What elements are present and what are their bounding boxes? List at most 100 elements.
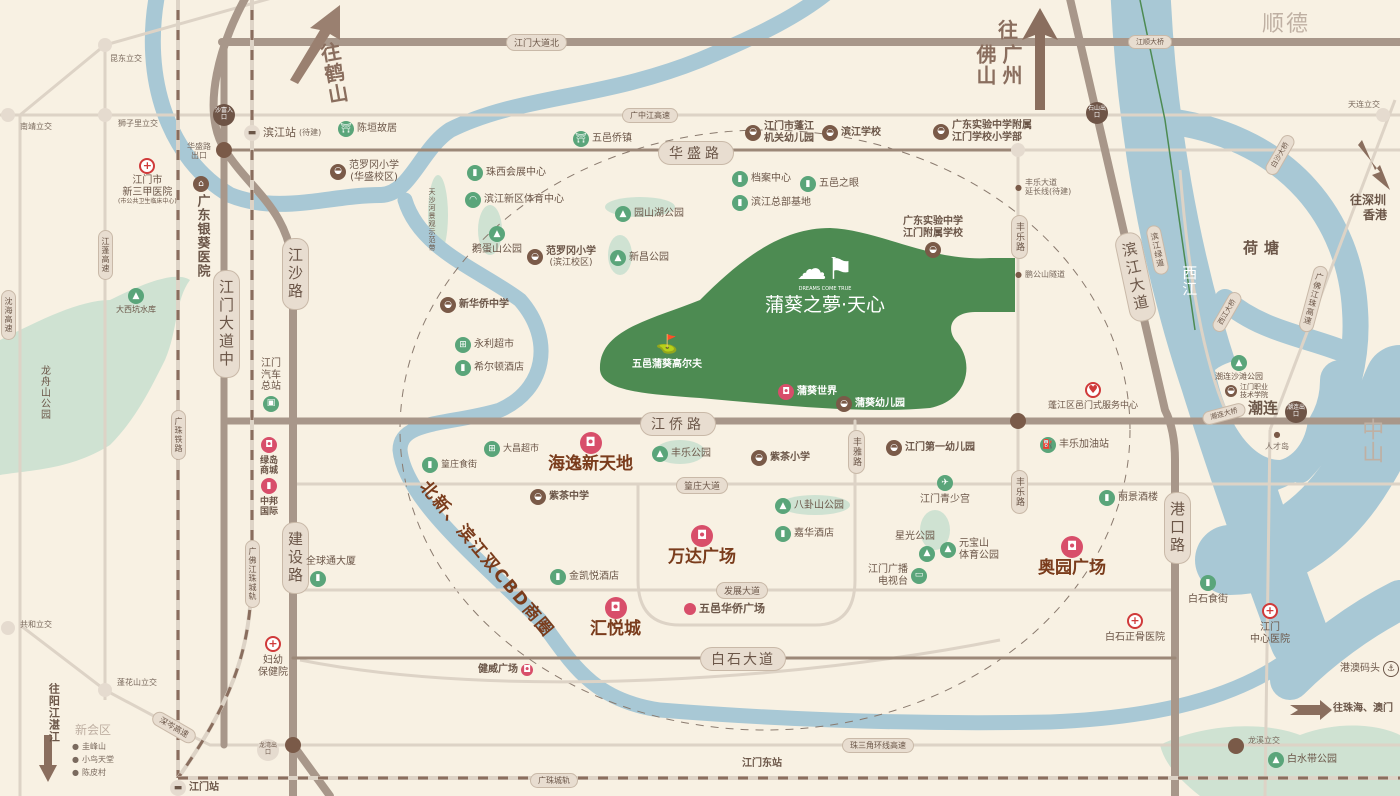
poi-fanluogang-binjiang[interactable]: ◒范罗冈小学(滨江校区) <box>527 246 596 268</box>
school-icon: ◒ <box>751 450 767 466</box>
station-binjiang[interactable]: ▬滨江站(待建) <box>244 125 321 141</box>
poi-hospital-new[interactable]: +江门市 新三甲医院(市公共卫生临床中心) <box>118 158 177 205</box>
poi-archive[interactable]: ▮档案中心 <box>732 171 791 187</box>
poi-rencai-island: ●人才岛 <box>1265 430 1289 452</box>
direction-yangjiang: 往阳江湛江 <box>47 683 61 743</box>
poi-gdsy-primary[interactable]: ◒广东实验中学附属 江门学校小学部 <box>933 120 1032 143</box>
poi-wuyi-plaza[interactable]: 五邑华侨广场 <box>684 602 765 616</box>
poi-jianwei[interactable]: 健威广场◘ <box>478 664 533 676</box>
poi-yuanbaoshan-park[interactable]: ▲元宝山 体育公园 <box>940 538 999 561</box>
poi-xinchang-park[interactable]: ▲新昌公园 <box>610 250 669 266</box>
interchange-kundong: 昆东立交 <box>110 54 142 63</box>
poi-yongli[interactable]: ⊞永利超市 <box>455 337 514 353</box>
poi-jm-central-hospital[interactable]: +江门 中心医院 <box>1250 603 1290 645</box>
poi-daxikeng[interactable]: ▲大西坑水库 <box>116 288 156 314</box>
poi-binjiang-sports[interactable]: ◠滨江新区体育中心 <box>465 192 564 208</box>
poi-ferry[interactable]: 港澳码头⚓ <box>1340 661 1399 677</box>
poi-service-center[interactable]: ♥蓬江区邑门式服务中心 <box>1048 382 1139 411</box>
school-icon: ◒ <box>1225 385 1237 398</box>
poi-haiyi[interactable]: ◘海逸新天地 <box>548 432 633 475</box>
building-icon: ▮ <box>422 457 438 473</box>
poi-xingguang-park[interactable]: 星光公园▲ <box>895 531 935 562</box>
dot-icon: ● <box>1015 270 1022 279</box>
poi-jm-kindergarten-1[interactable]: ◒江门第一幼儿园 <box>886 440 975 456</box>
rail-gzcg: 广珠城轨 <box>530 773 578 788</box>
building-icon: ▮ <box>732 195 748 211</box>
school-icon: ◒ <box>527 248 543 265</box>
poi-quanqiutong[interactable]: 全球通大厦▮ <box>306 556 356 587</box>
poi-jiahua-hotel[interactable]: ▮嘉华酒店 <box>775 526 834 542</box>
tiansha-branch <box>392 192 1308 731</box>
poi-aoyuan[interactable]: ◘奥园广场 <box>1038 536 1106 579</box>
station-bus[interactable]: 江门汽车总站▣ <box>260 358 282 412</box>
poi-fuyou-hospital[interactable]: +妇幼 保健院 <box>258 636 288 678</box>
road-fengle: 丰乐路 <box>1011 215 1028 259</box>
hospital-icon: + <box>1262 603 1278 619</box>
poi-edanshan-park[interactable]: ▲鹅蛋山公园 <box>472 226 522 256</box>
poi-chenyuan[interactable]: ⛩陈垣故居 <box>338 121 397 137</box>
poi-jiguan-kindergarten[interactable]: ◒江门市蓬江 机关幼儿园 <box>745 121 814 144</box>
poi-chaolian-beach[interactable]: ▲潮连沙滩公园 <box>1215 355 1263 381</box>
river-xijiang: 西江 <box>1180 265 1199 297</box>
poi-binjiang-school[interactable]: ◒滨江学校 <box>822 125 881 141</box>
poi-wuyiqiaozhen[interactable]: ⛩五邑侨镇 <box>573 131 632 147</box>
poi-dachang[interactable]: ⊞大昌超市 <box>484 441 539 457</box>
poi-fengle-park[interactable]: ▲丰乐公园 <box>652 446 711 462</box>
poi-golf[interactable]: ⛳五邑蒲葵高尔夫 <box>632 334 702 370</box>
region-zhongshan: 中山 <box>1358 418 1384 464</box>
arrow-guangzhou <box>1022 8 1058 110</box>
poi-lvdao-mall[interactable]: ◘绿岛 商城 <box>260 437 278 477</box>
station-jiangmen-east[interactable]: 江门东站 <box>742 758 782 769</box>
station-jiangmen[interactable]: ▬江门站 <box>170 780 219 796</box>
poi-bagua-park[interactable]: ▲八卦山公园 <box>775 498 844 514</box>
road-fengle-south: 丰乐路 <box>1011 470 1028 514</box>
poi-xinhuaqiao[interactable]: ◒新华侨中学 <box>440 297 509 313</box>
park-area <box>920 510 950 550</box>
poi-zicha-primary[interactable]: ◒紫茶小学 <box>751 450 810 466</box>
poi-zhuxi-expo[interactable]: ▮珠西会展中心 <box>467 165 546 181</box>
poi-youth-palace[interactable]: ✈江门青少宫 <box>920 475 970 506</box>
poi-yuanshanhu-park[interactable]: ▲园山湖公园 <box>615 206 684 222</box>
poi-jm-polytechnic[interactable]: ◒江门职业 技术学院 <box>1225 383 1268 399</box>
poi-zhongbang[interactable]: ▮中邦 国际 <box>260 478 278 518</box>
exit-longwan: 龙湾出口 <box>257 739 279 761</box>
poi-tiansha-river: 天沙河景观示范带 <box>428 188 437 252</box>
cloud-logo-icon: ☁⚑ <box>796 252 854 287</box>
poi-wuyi-eye[interactable]: ▮五邑之眼 <box>800 176 859 192</box>
poi-hilton[interactable]: ▮希尔顿酒店 <box>455 360 524 376</box>
exit-huasheng: 华盛路出口 <box>187 142 211 161</box>
poi-fanluogang-huasheng[interactable]: ◒范罗冈小学(华盛校区) <box>330 160 399 183</box>
poi-fengle-gas[interactable]: ⛽丰乐加油站 <box>1040 437 1109 453</box>
exit-shafu: 沙富入口 <box>213 104 235 126</box>
school-icon: ◒ <box>822 125 838 141</box>
poi-zicha-middle[interactable]: ◒紫茶中学 <box>530 489 589 505</box>
park-icon: ▲ <box>940 541 956 558</box>
poi-huangzhuang-food[interactable]: ▮篁庄食街 <box>422 457 477 473</box>
road-shenhai-expressway: 沈海高速 <box>1 290 16 340</box>
landmark-icon: ⛩ <box>573 131 589 147</box>
poi-jinkaiyue[interactable]: ▮金凯悦酒店 <box>550 569 619 585</box>
poi-binjiang-hq[interactable]: ▮滨江总部基地 <box>732 195 811 211</box>
building-icon: ▮ <box>1200 575 1216 591</box>
poi-yinkui-hospital[interactable]: ⌂广东银葵医院 <box>193 176 209 278</box>
poi-lijing[interactable]: ▮丽景酒楼 <box>1099 490 1158 506</box>
road-fengya: 丰雅路 <box>848 430 865 474</box>
region-chaolian: 潮连 <box>1248 399 1279 417</box>
poi-wanda[interactable]: ◘万达广场 <box>668 525 736 568</box>
poi-baishi-food[interactable]: ▮白石食街 <box>1188 575 1228 606</box>
hospital-icon: + <box>1127 613 1143 629</box>
poi-jm-tv[interactable]: 江门广播 电视台▭ <box>868 564 927 587</box>
poi-baishi-bone-hospital[interactable]: +白石正骨医院 <box>1105 613 1165 643</box>
direction-shenzhen: 往深圳 <box>1350 193 1387 207</box>
poi-baishuidai-park[interactable]: ▲白水带公园 <box>1268 752 1337 768</box>
poi-pukui-world[interactable]: ◘蒲葵世界 <box>778 384 837 400</box>
poi-pukui-kindergarten[interactable]: ◒蒲葵幼儿园 <box>836 396 905 412</box>
poi-gdsy-jiangmen[interactable]: 广东实验中学 江门附属学校◒ <box>903 216 963 258</box>
school-icon: ◒ <box>886 440 902 456</box>
poi-fengle-extension: ●丰乐大道 延长线(待建) <box>1015 178 1072 197</box>
poi-huiyue[interactable]: ◘汇悦城 <box>590 597 641 640</box>
road-baishi: 白石大道 <box>700 647 786 671</box>
park-icon: ▲ <box>128 288 144 304</box>
